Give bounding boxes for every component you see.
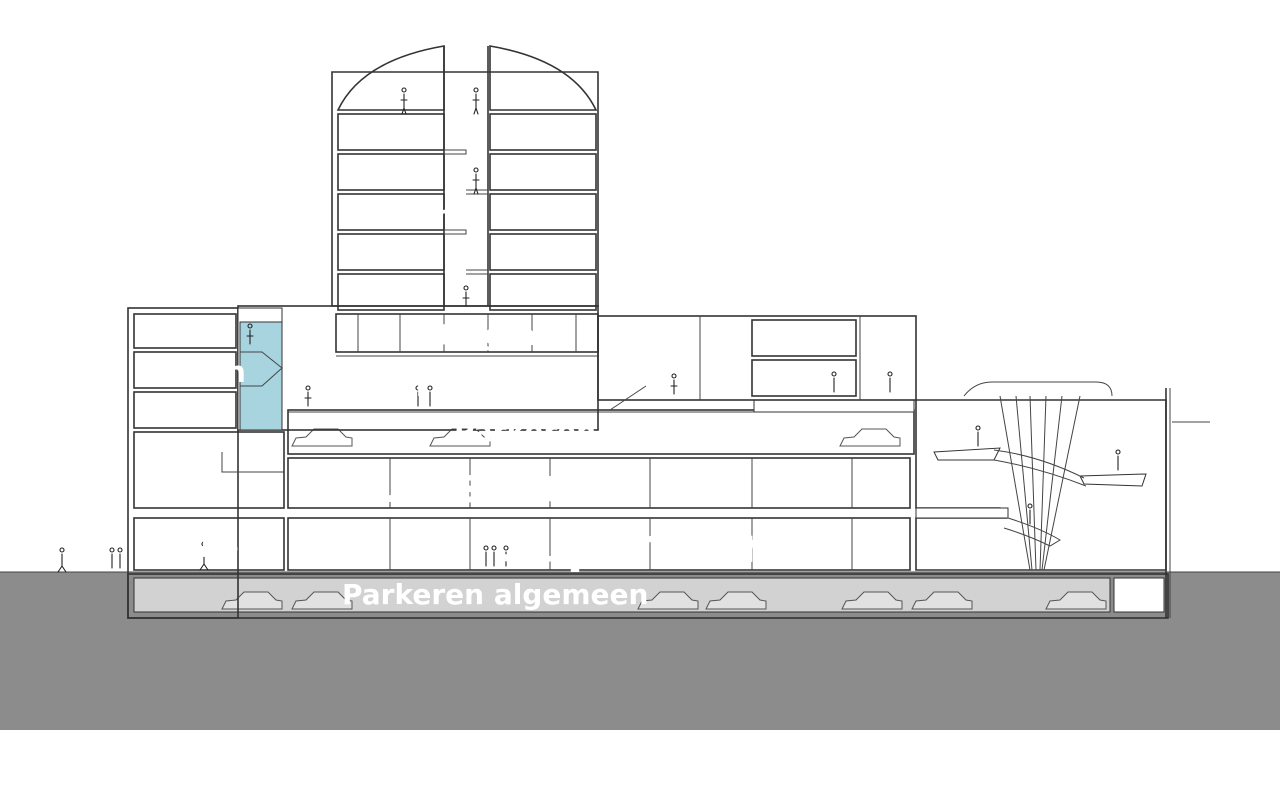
car-group-general bbox=[221, 591, 1107, 610]
wonen-tower-units bbox=[337, 113, 597, 311]
label-parkeren-bewoners: Parkeren bewoners bbox=[454, 415, 759, 448]
wonen-left-unit-3 bbox=[133, 391, 237, 429]
label-wonen-left: Wonen bbox=[134, 355, 246, 389]
wonen-left-unit-2 bbox=[133, 351, 237, 389]
label-wonen-tower: Wonen bbox=[342, 199, 454, 233]
people-figures bbox=[57, 87, 1121, 573]
wonen-right-unit-1 bbox=[751, 319, 857, 357]
label-leisure: Leisure bbox=[374, 458, 573, 514]
wonen-right-unit-2 bbox=[751, 359, 857, 397]
supermarkt-zone bbox=[287, 517, 911, 571]
car-group-residents bbox=[291, 428, 901, 447]
label-supermarkt: Supermarkt bbox=[498, 518, 818, 574]
label-bergingen: Bergingen bbox=[428, 318, 597, 352]
label-atrium: Atrium bbox=[354, 352, 538, 408]
wonen-left-unit-1 bbox=[133, 313, 237, 349]
label-winkels: Winkels bbox=[138, 530, 266, 564]
parking-residents-zone bbox=[287, 409, 915, 455]
label-parkeren-algemeen: Parkeren algemeen bbox=[342, 578, 648, 611]
leisure-zone bbox=[287, 457, 911, 509]
leisure-left-zone bbox=[133, 431, 285, 509]
winkels-zone bbox=[133, 517, 285, 571]
